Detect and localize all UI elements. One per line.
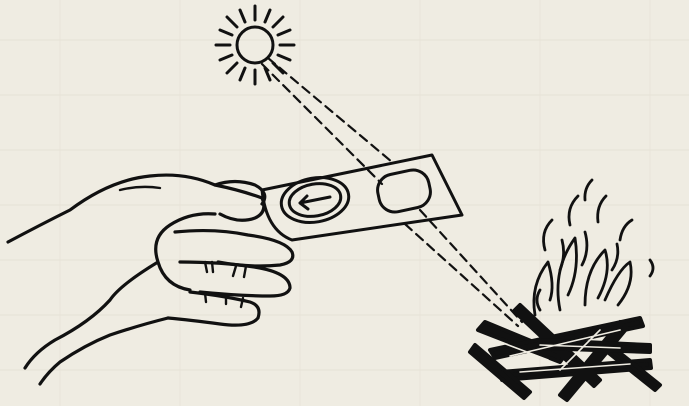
illustration-canvas (0, 0, 689, 406)
fire-starting-illustration (0, 0, 689, 406)
